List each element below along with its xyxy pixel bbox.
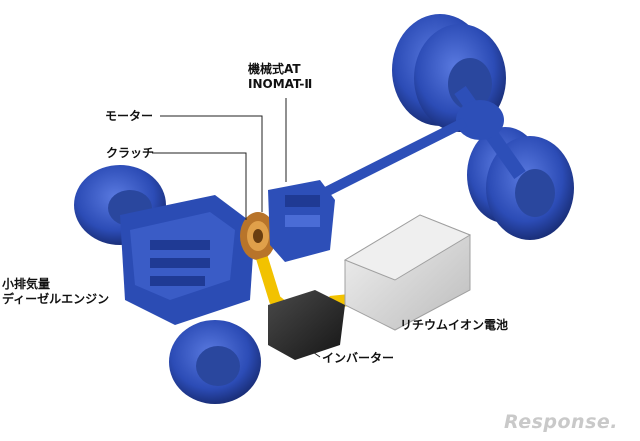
clutch-label: クラッチ xyxy=(106,146,155,160)
transmission-label-line2: INOMAT-Ⅱ xyxy=(248,77,313,91)
transmission-label: 機械式AT INOMAT-Ⅱ xyxy=(248,62,312,92)
motor-label: モーター xyxy=(105,109,154,123)
engine-label-line2: ディーゼルエンジン xyxy=(2,292,110,306)
rear-wheel-lower xyxy=(467,127,574,240)
battery-label: リチウムイオン電池 xyxy=(400,318,509,332)
inverter-box xyxy=(268,290,345,360)
engine-label-line1: 小排気量 xyxy=(2,277,51,291)
transmission-unit xyxy=(268,180,335,262)
leader-lines xyxy=(152,98,321,358)
propeller-shaft xyxy=(307,117,468,205)
engine-label: 小排気量 ディーゼルエンジン xyxy=(2,277,109,307)
transmission-label-line1: 機械式AT xyxy=(248,62,301,76)
response-logo: Response. xyxy=(504,411,618,433)
differential xyxy=(456,100,504,140)
front-wheel-left xyxy=(169,320,261,404)
engine-block xyxy=(120,195,255,325)
inverter-label: インバーター xyxy=(322,351,395,365)
battery-pack xyxy=(343,214,472,331)
motor-unit xyxy=(240,212,276,260)
